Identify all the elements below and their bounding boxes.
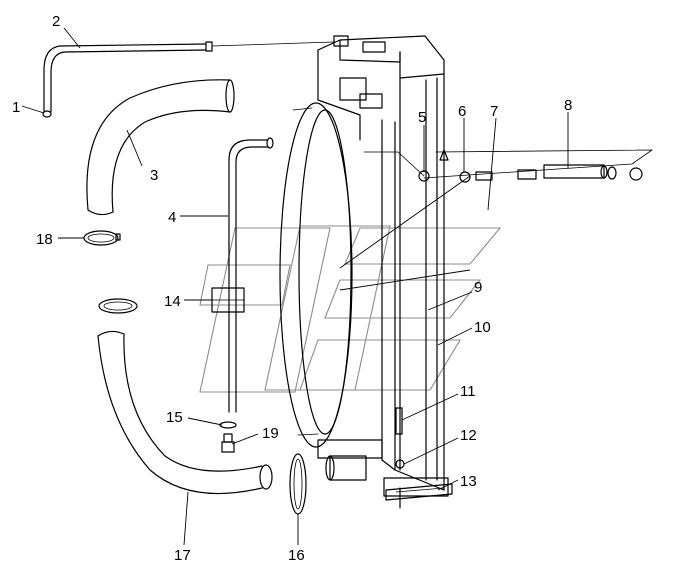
callout-16: 16 bbox=[288, 547, 305, 564]
hose-ring bbox=[289, 453, 307, 515]
vent-pipe bbox=[42, 41, 335, 118]
watermark-logo bbox=[199, 225, 502, 393]
radiator-core bbox=[317, 35, 471, 509]
callout-8: 8 bbox=[564, 97, 572, 114]
lower-hose-clamp bbox=[98, 298, 138, 314]
drain-valve-assembly bbox=[363, 149, 653, 183]
callout-9: 9 bbox=[474, 279, 482, 296]
callout-17: 17 bbox=[174, 547, 191, 564]
mounting-plate bbox=[385, 483, 453, 501]
callout-14: 14 bbox=[164, 293, 181, 310]
callout-11: 11 bbox=[460, 383, 476, 400]
callout-19: 19 bbox=[262, 425, 279, 442]
callout-6: 6 bbox=[458, 103, 466, 120]
lower-hose bbox=[97, 330, 273, 495]
upper-hose bbox=[86, 79, 235, 216]
callout-7: 7 bbox=[490, 103, 498, 120]
leader-lines bbox=[21, 27, 569, 546]
callout-10: 10 bbox=[474, 319, 491, 336]
callout-15: 15 bbox=[166, 409, 183, 426]
callout-5: 5 bbox=[418, 109, 426, 126]
callout-4: 4 bbox=[168, 209, 176, 226]
callout-13: 13 bbox=[460, 473, 477, 490]
callout-2: 2 bbox=[52, 13, 60, 30]
callout-labels: 1 2 3 4 5 6 7 8 9 10 11 12 13 14 15 16 1… bbox=[12, 13, 572, 564]
callout-18: 18 bbox=[36, 231, 53, 248]
fan-shroud-ring bbox=[279, 102, 353, 448]
callout-1: 1 bbox=[12, 99, 20, 116]
callout-3: 3 bbox=[150, 167, 158, 184]
upper-hose-clamp bbox=[83, 230, 121, 246]
callout-12: 12 bbox=[460, 427, 477, 444]
washer-and-plug bbox=[219, 421, 237, 453]
overflow-tube bbox=[211, 137, 274, 413]
